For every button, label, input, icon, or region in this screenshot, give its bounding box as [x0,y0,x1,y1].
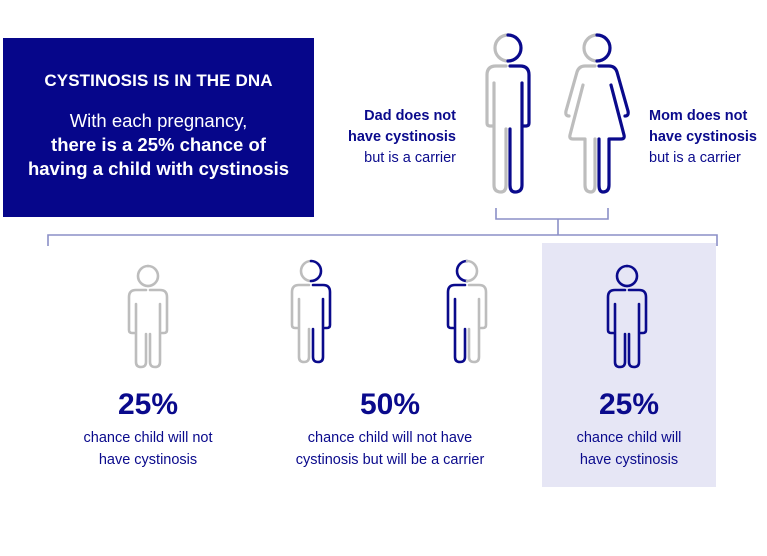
headline-box: CYSTINOSIS IS IN THE DNA With each pregn… [3,38,314,217]
headline-line-1: With each pregnancy, [69,110,248,131]
outcome-percent: 25% [598,388,660,421]
child-unaffected-icon [127,264,169,369]
dad-label: Dad does not have cystinosis but is a ca… [326,106,456,169]
child-carrier-icon [290,259,332,364]
outcome-percent: 50% [359,388,421,421]
child-affected-icon [606,264,648,369]
dad-label-line-2: have cystinosis [348,129,456,145]
mom-label-line-1: Mom does not [649,108,748,124]
connector-lines [47,208,718,246]
outcome-percent: 25% [117,388,179,421]
outcome-unaffected: 25% chance child will not have cystinosi… [48,388,248,471]
dad-label-line-1: Dad does not [364,108,456,124]
child-carrier-icon [446,259,488,364]
headline-line-2: there is a 25% chance of [51,134,266,155]
dad-label-line-3: but is a carrier [364,150,456,166]
mom-figure-icon [564,33,630,194]
headline-body: With each pregnancy, there is a 25% chan… [3,109,314,181]
outcome-carrier: 50% chance child will not have cystinosi… [270,388,510,471]
mom-label-line-3: but is a carrier [649,150,741,166]
mom-label: Mom does not have cystinosis but is a ca… [649,106,767,169]
outcome-desc-line-2: have cystinosis [579,452,679,468]
outcome-affected: 25% chance child will have cystinosis [542,388,716,471]
outcome-desc-line-1: chance child will [576,430,682,446]
headline-line-3: having a child with cystinosis [27,158,290,179]
headline-title: CYSTINOSIS IS IN THE DNA [44,71,273,90]
outcome-desc-line-1: chance child will not [83,430,213,446]
outcome-desc-line-2: have cystinosis [98,452,198,468]
mom-label-line-2: have cystinosis [649,129,757,145]
dad-figure-icon [485,33,531,194]
outcome-desc-line-2: cystinosis but will be a carrier [295,452,485,468]
outcome-desc-line-1: chance child will not have [307,430,473,446]
